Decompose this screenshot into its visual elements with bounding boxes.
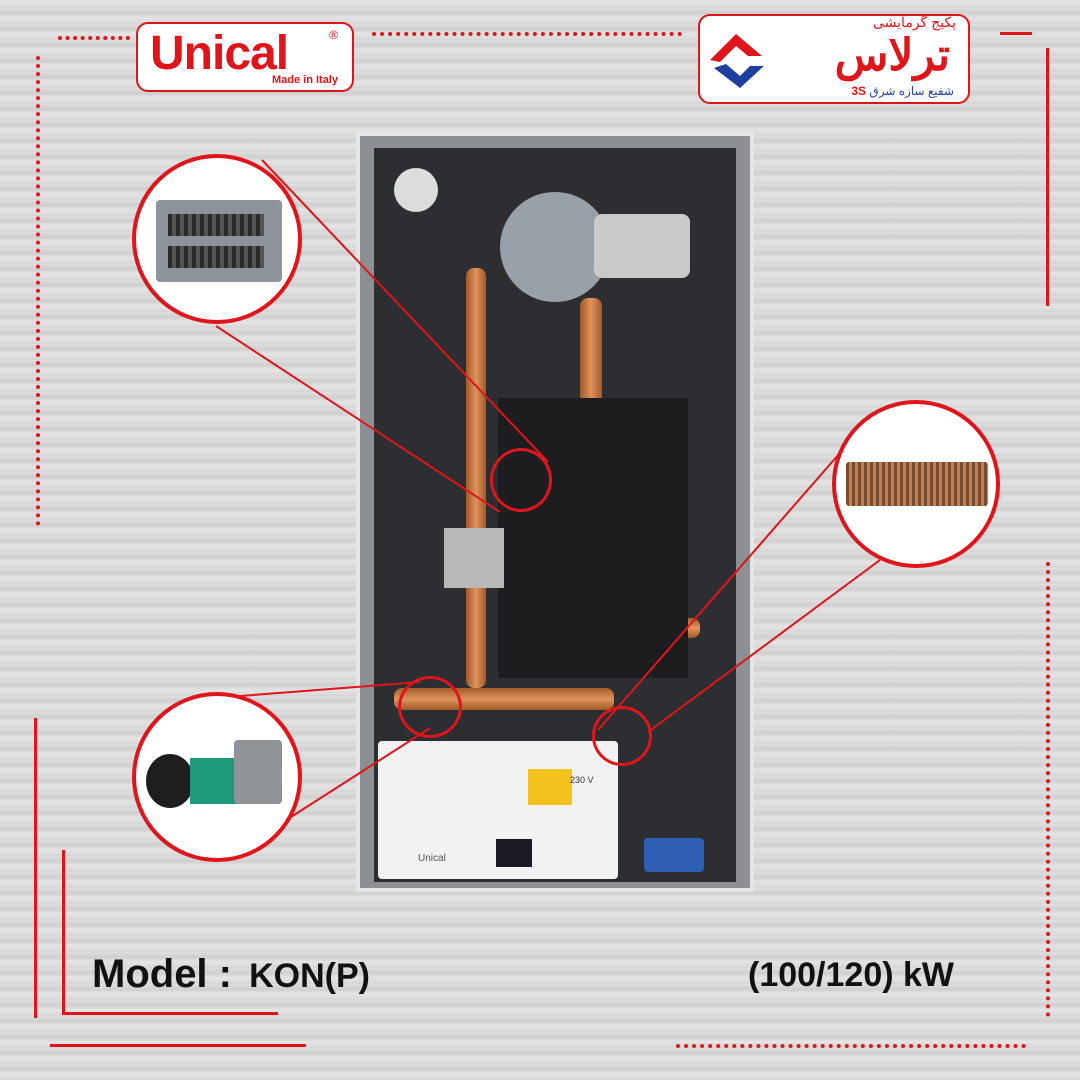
power-rating: (100/120) kW — [748, 956, 954, 994]
gas-valve — [444, 528, 504, 588]
seller-logo-icon — [710, 34, 764, 88]
frame-dots-bottom-right — [676, 1044, 1026, 1048]
model-line: Model : KON(P) — [92, 952, 370, 997]
boiler-image: 230 V Unical — [356, 132, 754, 892]
callout-circulation-pump — [132, 692, 302, 862]
circulation-pump-image — [146, 740, 286, 820]
voltage-label: 230 V — [570, 775, 594, 785]
seller-logo: پکیج گرمایشی ترلاس شفیع سازه شرق 3S — [698, 14, 970, 104]
frame-dots-top-center — [372, 32, 682, 36]
heat-cell — [498, 398, 688, 678]
frame-dots-left-top — [36, 56, 40, 526]
frame-line-right — [1046, 48, 1049, 306]
flow-sensor — [644, 838, 704, 872]
highlight-circle-exchanger — [592, 706, 652, 766]
frame-line-left-inner — [62, 850, 65, 1012]
frame-line-bottom-inner — [62, 1012, 278, 1015]
frame-line-top-right — [1000, 32, 1032, 35]
warning-label — [528, 769, 572, 805]
seller-name: ترلاس — [834, 31, 950, 80]
unical-logo: Unical ® Made in Italy — [136, 22, 354, 92]
model-label: Model : — [92, 952, 232, 996]
highlight-circle-pump — [398, 676, 462, 738]
blower-motor — [594, 214, 690, 278]
burner-fan — [500, 192, 610, 302]
callout-plate-heat-exchanger — [832, 400, 1000, 568]
control-panel: 230 V Unical — [378, 741, 618, 879]
model-value: KON(P) — [249, 957, 370, 995]
frame-line-left-bottom — [34, 718, 37, 1018]
made-in-italy: Made in Italy — [271, 74, 338, 86]
frame-dots-right-bottom — [1046, 562, 1050, 1017]
pressure-gauge — [394, 168, 438, 212]
seller-mark: 3S — [851, 84, 867, 98]
callout-burner-grid — [132, 154, 302, 324]
seller-tagline: پکیج گرمایشی — [873, 14, 956, 30]
seller-subtitle: شفیع سازه شرق 3S — [851, 84, 954, 98]
frame-line-bottom-left — [50, 1044, 306, 1047]
panel-brand: Unical — [418, 853, 446, 864]
panel-display — [496, 839, 532, 867]
burner-grid-image — [156, 200, 282, 282]
plate-heat-exchanger-image — [846, 462, 988, 506]
registered-mark: ® — [329, 28, 338, 42]
highlight-circle-burner — [490, 448, 552, 512]
unical-logo-text: Unical — [150, 27, 289, 80]
frame-dots-top-left — [58, 36, 130, 40]
seller-subtitle-text: شفیع سازه شرق — [869, 84, 954, 98]
